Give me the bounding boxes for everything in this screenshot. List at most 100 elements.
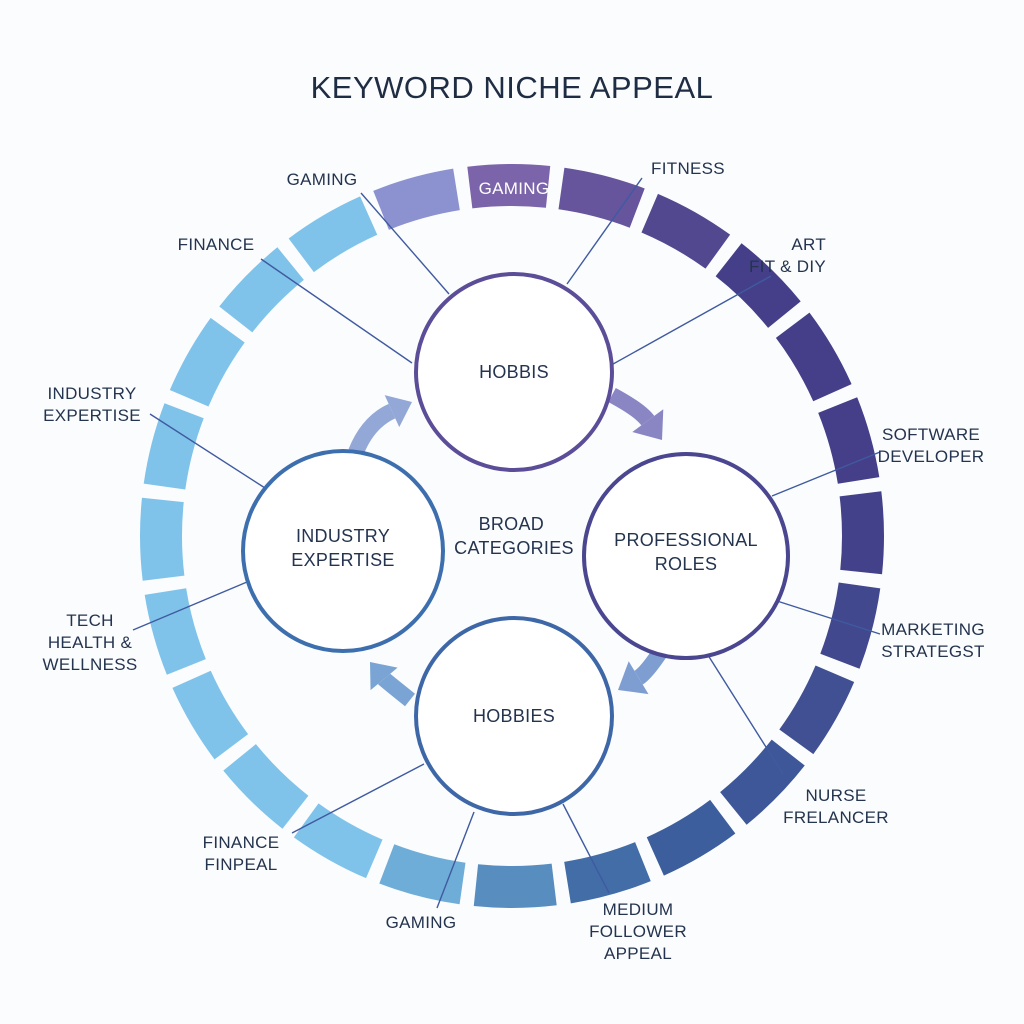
category-node-circle <box>241 449 445 653</box>
leader-line <box>260 258 413 364</box>
ring-segment <box>775 312 852 402</box>
ring-segment <box>779 665 855 755</box>
label-line: NURSE <box>805 786 866 805</box>
label-line: MEDIUM <box>603 900 674 919</box>
label-nurse-frelancer: NURSE FRELANCER <box>783 786 889 827</box>
category-node-circle <box>414 616 614 816</box>
leader-line <box>771 451 881 497</box>
leader-line <box>132 581 248 631</box>
leader-line <box>291 763 425 834</box>
label-line: FRELANCER <box>783 808 889 827</box>
ring-segment <box>818 397 880 484</box>
ring-segment <box>564 842 651 904</box>
ring-segment <box>720 739 805 825</box>
cycle-arrow-shaft <box>348 403 396 456</box>
center-label-line: BROAD <box>479 514 545 534</box>
leader-line <box>436 811 475 909</box>
label-line: FINPEAL <box>205 855 278 874</box>
ring-segment <box>288 196 378 273</box>
ring-segment <box>839 491 884 575</box>
label-finance-finpeal: FINANCE FINPEAL <box>203 833 280 874</box>
center-label-line: CATEGORIES <box>454 538 574 558</box>
cycle-arrow-head <box>384 395 412 428</box>
ring-segment <box>373 168 460 230</box>
category-nodes: HOBBIS PROFESSIONAL ROLES HOBBIES INDUSTRY EX… <box>241 272 790 816</box>
label-industry-expertise: INDUSTRY EXPERTISE <box>43 384 141 425</box>
category-node-label-line: ROLES <box>655 554 718 574</box>
category-node-label-line: EXPERTISE <box>291 550 394 570</box>
label-line: SOFTWARE <box>882 425 980 444</box>
category-node-label-line: PROFESSIONAL <box>614 530 758 550</box>
label-gaming-bottom: GAMING <box>386 913 457 932</box>
diagram-title: KEYWORD NICHE APPEAL <box>311 70 714 105</box>
cycle-arrow-head <box>370 662 398 691</box>
ring-segment <box>467 164 551 209</box>
leader-line <box>776 600 881 635</box>
category-node-label: HOBBIS <box>479 362 549 382</box>
ring-segment <box>646 799 736 876</box>
leader-line <box>360 192 450 295</box>
label-line: GAMING <box>287 170 358 189</box>
label-line: ART <box>791 235 826 254</box>
label-line: WELLNESS <box>43 655 138 674</box>
label-finance-top: FINANCE <box>178 235 255 254</box>
category-node-circle <box>582 452 790 660</box>
label-line: HEALTH & <box>48 633 133 652</box>
label-line: FOLLOWER <box>589 922 687 941</box>
category-node-label: INDUSTRY EXPERTISE <box>291 526 394 570</box>
cycle-arrow-head <box>618 661 649 695</box>
label-marketing-strategst: MARKETING STRATEGST <box>881 620 985 661</box>
category-node-label-line: INDUSTRY <box>296 526 390 546</box>
label-tech-health-wellness: TECH HEALTH & WELLNESS <box>43 611 138 674</box>
category-node-label: HOBBIES <box>473 706 555 726</box>
leader-line <box>562 803 610 894</box>
category-node-label-line: HOBBIS <box>479 362 549 382</box>
leader-line <box>566 177 643 285</box>
ring-segment <box>558 167 645 228</box>
label-line: EXPERTISE <box>43 406 141 425</box>
label-line: GAMING <box>386 913 457 932</box>
label-software-developer: SOFTWARE DEVELOPER <box>878 425 985 466</box>
label-line: STRATEGST <box>881 642 984 661</box>
ring-segment <box>219 247 304 333</box>
category-node-circle <box>414 272 614 472</box>
category-node-label-line: HOBBIES <box>473 706 555 726</box>
ring-segment <box>641 193 731 269</box>
ring-segment <box>223 744 309 829</box>
center-label: BROAD CATEGORIES <box>454 514 574 558</box>
ring-segment <box>140 497 185 581</box>
leader-line <box>596 275 772 374</box>
cycle-arrow-shaft <box>377 673 415 707</box>
ring-segment <box>144 588 206 675</box>
ring-segment <box>820 582 881 669</box>
ring-segment <box>379 844 466 905</box>
outer-ring: GAMING <box>140 164 884 908</box>
label-line: FINANCE <box>203 833 280 852</box>
label-gaming-top-left: GAMING <box>287 170 358 189</box>
ring-segment <box>169 317 245 407</box>
label-line: FIT & DIY <box>749 257 826 276</box>
ring-segment <box>143 403 204 490</box>
label-line: TECH <box>66 611 113 630</box>
category-node-label: PROFESSIONAL ROLES <box>614 530 758 574</box>
ring-segment <box>172 670 249 760</box>
leader-line <box>705 651 784 775</box>
ring-segment-label: GAMING <box>479 179 550 198</box>
cycle-arrow-shaft <box>608 387 655 426</box>
label-fitness: FITNESS <box>651 159 725 178</box>
label-line: DEVELOPER <box>878 447 985 466</box>
label-line: FITNESS <box>651 159 725 178</box>
label-line: FINANCE <box>178 235 255 254</box>
ring-segment <box>293 803 383 879</box>
ring-segment <box>715 243 801 328</box>
label-line: MARKETING <box>881 620 985 639</box>
outer-labels: GAMING FITNESS FINANCE ART FIT & DIY INDUSTRY… <box>43 159 985 963</box>
label-line: INDUSTRY <box>48 384 137 403</box>
cycle-arrow-head <box>632 409 664 440</box>
leader-line <box>149 413 266 489</box>
leader-lines <box>132 177 881 909</box>
ring-segment <box>473 863 557 908</box>
label-art-fit-diy: ART FIT & DIY <box>749 235 826 276</box>
